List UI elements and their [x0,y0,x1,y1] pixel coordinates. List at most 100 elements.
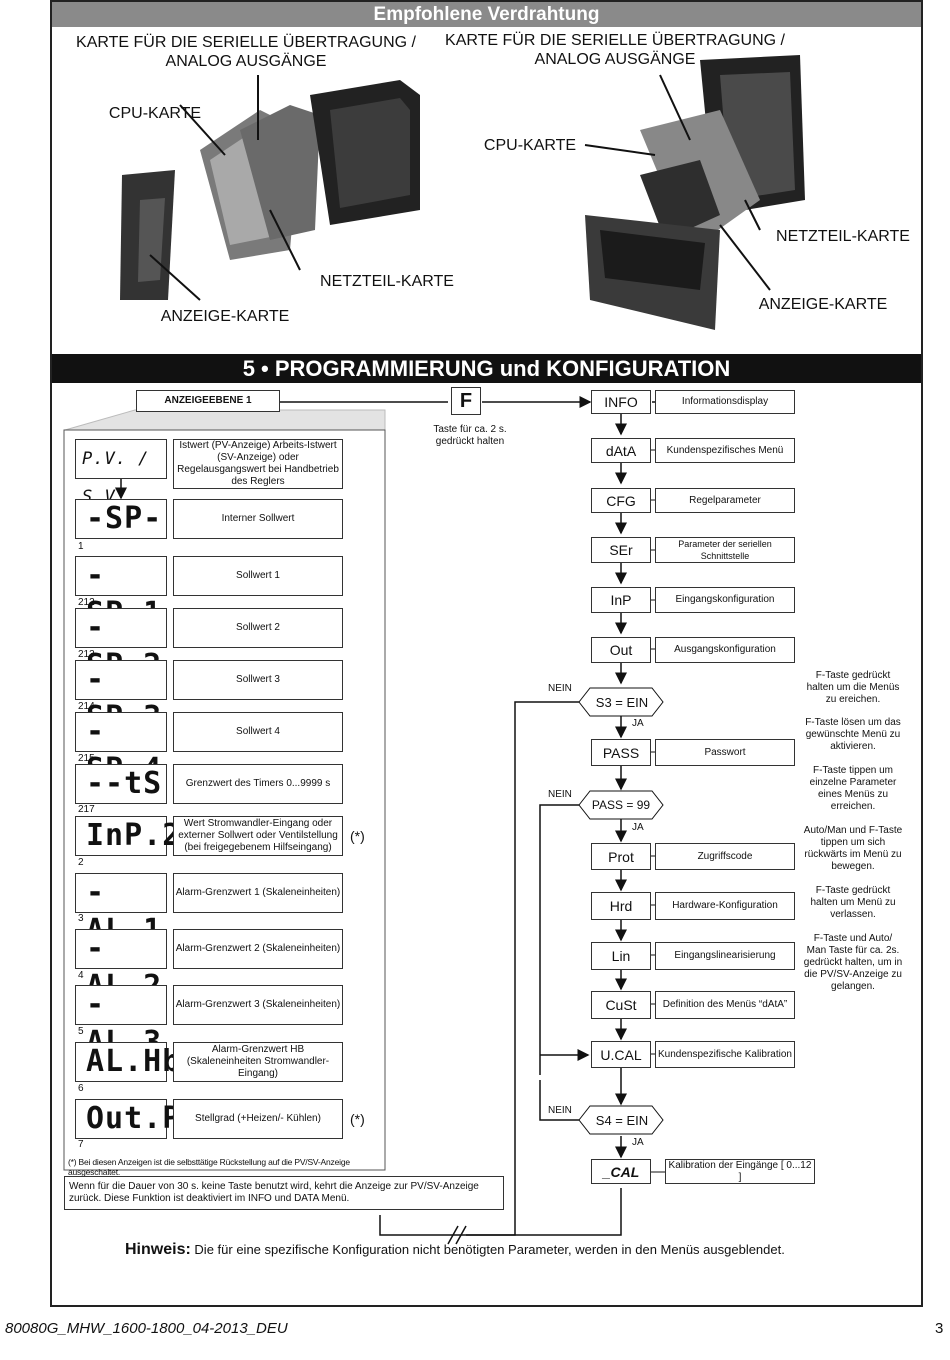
param-num: 5 [78,1026,84,1037]
decision-s3: S3 = EIN [595,695,649,710]
desc-hrd: Hardware-Konfiguration [655,892,795,920]
right-device-drawing [585,55,805,330]
desc-sp2: Sollwert 2 [173,608,343,648]
f-key[interactable]: F [451,387,481,415]
doc-id: 80080G_MHW_1600-1800_04-2013_DEU [5,1320,288,1337]
display-al3: -AL.3 [75,985,167,1060]
desc-cfg: Regelparameter [655,488,795,513]
desc-data: Kundenspezifisches Menü [655,438,795,463]
hold-note: Taste für ca. 2 s. gedrückt halten [433,424,507,447]
note-3: F-Taste tippen um einzelne Parameter ein… [809,765,897,812]
desc-lin: Eingangslinearisierung [655,942,795,970]
menu-cfg[interactable]: CFG [591,488,651,513]
desc-cal: Kalibration der Eingänge [ 0...12 ] [665,1159,815,1184]
display-sp2: -SP.2 [75,608,167,683]
desc-inp: Eingangskonfiguration [655,587,795,613]
yes-label: JA [632,822,644,833]
desc-pv-sv: Istwert (PV-Anzeige) Arbeits-Istwert (SV… [173,439,343,489]
display-sp4: -SP.4 [75,712,167,787]
menu-info[interactable]: INFO [591,390,651,414]
decision-s4: S4 = EIN [595,1113,649,1128]
left-serial-card-label: KARTE FÜR DIE SERIELLE ÜBERTRAGUNG / ANA… [76,34,416,70]
param-num: 215 [78,753,95,764]
desc-outp: Stellgrad (+Heizen/- Kühlen) [173,1099,343,1139]
wiring-title: Empfohlene Verdrahtung [52,2,921,27]
section-title: 5 • PROGRAMMIERUNG und KONFIGURATION [52,354,921,383]
desc-ser: Parameter der seriellen Schnittstelle [655,537,795,563]
menu-prot[interactable]: Prot [591,843,651,870]
menu-pass[interactable]: PASS [591,739,651,766]
desc-pass: Passwort [655,739,795,766]
note-6: F-Taste und Auto/ Man Taste für ca. 2s. … [803,933,903,992]
param-num: 213 [78,649,95,660]
display-sp: -SP- [75,499,167,539]
param-num: 1 [78,541,84,552]
menu-data[interactable]: dAtA [591,438,651,463]
hint: Hinweis: Die für eine spezifische Konfig… [125,1241,915,1259]
right-serial-card-label: KARTE FÜR DIE SERIELLE ÜBERTRAGUNG / ANA… [445,32,785,68]
timeout-note: Wenn für die Dauer von 30 s. keine Taste… [64,1176,504,1210]
page-number: 3 [935,1320,944,1337]
desc-sp4: Sollwert 4 [173,712,343,752]
param-num: 214 [78,701,95,712]
menu-cal[interactable]: _CAL [591,1159,651,1184]
desc-alhb: Alarm-Grenzwert HB (Skaleneinheiten Stro… [173,1042,343,1082]
menu-inp[interactable]: InP [591,587,651,613]
note-4: Auto/Man und F-Taste tippen um sich rück… [803,825,903,872]
param-num: 217 [78,804,95,815]
menu-cust[interactable]: CuSt [591,991,651,1019]
page-frame [50,0,923,1307]
yes-label: JA [632,1137,644,1148]
menu-ser[interactable]: SEr [591,537,651,563]
desc-ts: Grenzwert des Timers 0...9999 s [173,764,343,804]
note-2: F-Taste lösen um das gewünschte Menü zu … [805,717,901,752]
right-psu-label: NETZTEIL-KARTE [776,228,910,245]
menu-out[interactable]: Out [591,637,651,663]
display-sp1: -SP.1 [75,556,167,631]
menu-hrd[interactable]: Hrd [591,892,651,920]
desc-cust: Definition des Menüs “dAtA” [655,991,795,1019]
no-label: NEIN [548,1105,572,1116]
level1-footnote: (*) Bei diesen Anzeigen ist die selbsttä… [68,1157,350,1177]
param-num: 212 [78,597,95,608]
desc-prot: Zugriffscode [655,843,795,870]
display-alhb: AL.Hb [75,1042,180,1082]
display-inp2: InP.2 [75,816,180,856]
star-note: (*) [350,828,365,844]
menu-lin[interactable]: Lin [591,942,651,970]
menu-ucal[interactable]: U.CAL [591,1041,651,1068]
desc-sp3: Sollwert 3 [173,660,343,700]
left-cpu-label: CPU-KARTE [108,105,202,122]
desc-info: Informationsdisplay [655,390,795,414]
display-outp: Out.P [75,1099,180,1139]
hint-text: Die für eine spezifische Konfiguration n… [194,1242,785,1257]
left-psu-label: NETZTEIL-KARTE [320,273,454,290]
param-num: 6 [78,1083,84,1094]
desc-ucal: Kundenspezifische Kalibration [655,1041,795,1068]
yes-label: JA [632,718,644,729]
display-ts: --tS [75,764,167,804]
display-al2: -AL.2 [75,929,167,1004]
star-note: (*) [350,1111,365,1127]
left-display-label: ANZEIGE-KARTE [160,308,290,325]
note-5: F-Taste gedrückt halten um Menü zu verla… [810,885,896,920]
param-num: 7 [78,1139,84,1150]
desc-al2: Alarm-Grenzwert 2 (Skaleneinheiten) [173,929,343,969]
param-num: 4 [78,970,84,981]
right-cpu-label: CPU-KARTE [483,137,577,154]
no-label: NEIN [548,683,572,694]
display-al1: -AL.1 [75,873,167,948]
left-device-drawing [120,80,420,300]
desc-al1: Alarm-Grenzwert 1 (Skaleneinheiten) [173,873,343,913]
level1-title: ANZEIGEEBENE 1 [136,390,280,412]
display-sp3: -SP.3 [75,660,167,735]
desc-inp2: Wert Stromwandler-Eingang oder externer … [173,816,343,856]
decision-pass99: PASS = 99 [591,798,651,812]
desc-sp1: Sollwert 1 [173,556,343,596]
right-display-label: ANZEIGE-KARTE [758,296,888,313]
desc-sp: Interner Sollwert [173,499,343,539]
no-label: NEIN [548,789,572,800]
hint-label: Hinweis: [125,1241,191,1258]
